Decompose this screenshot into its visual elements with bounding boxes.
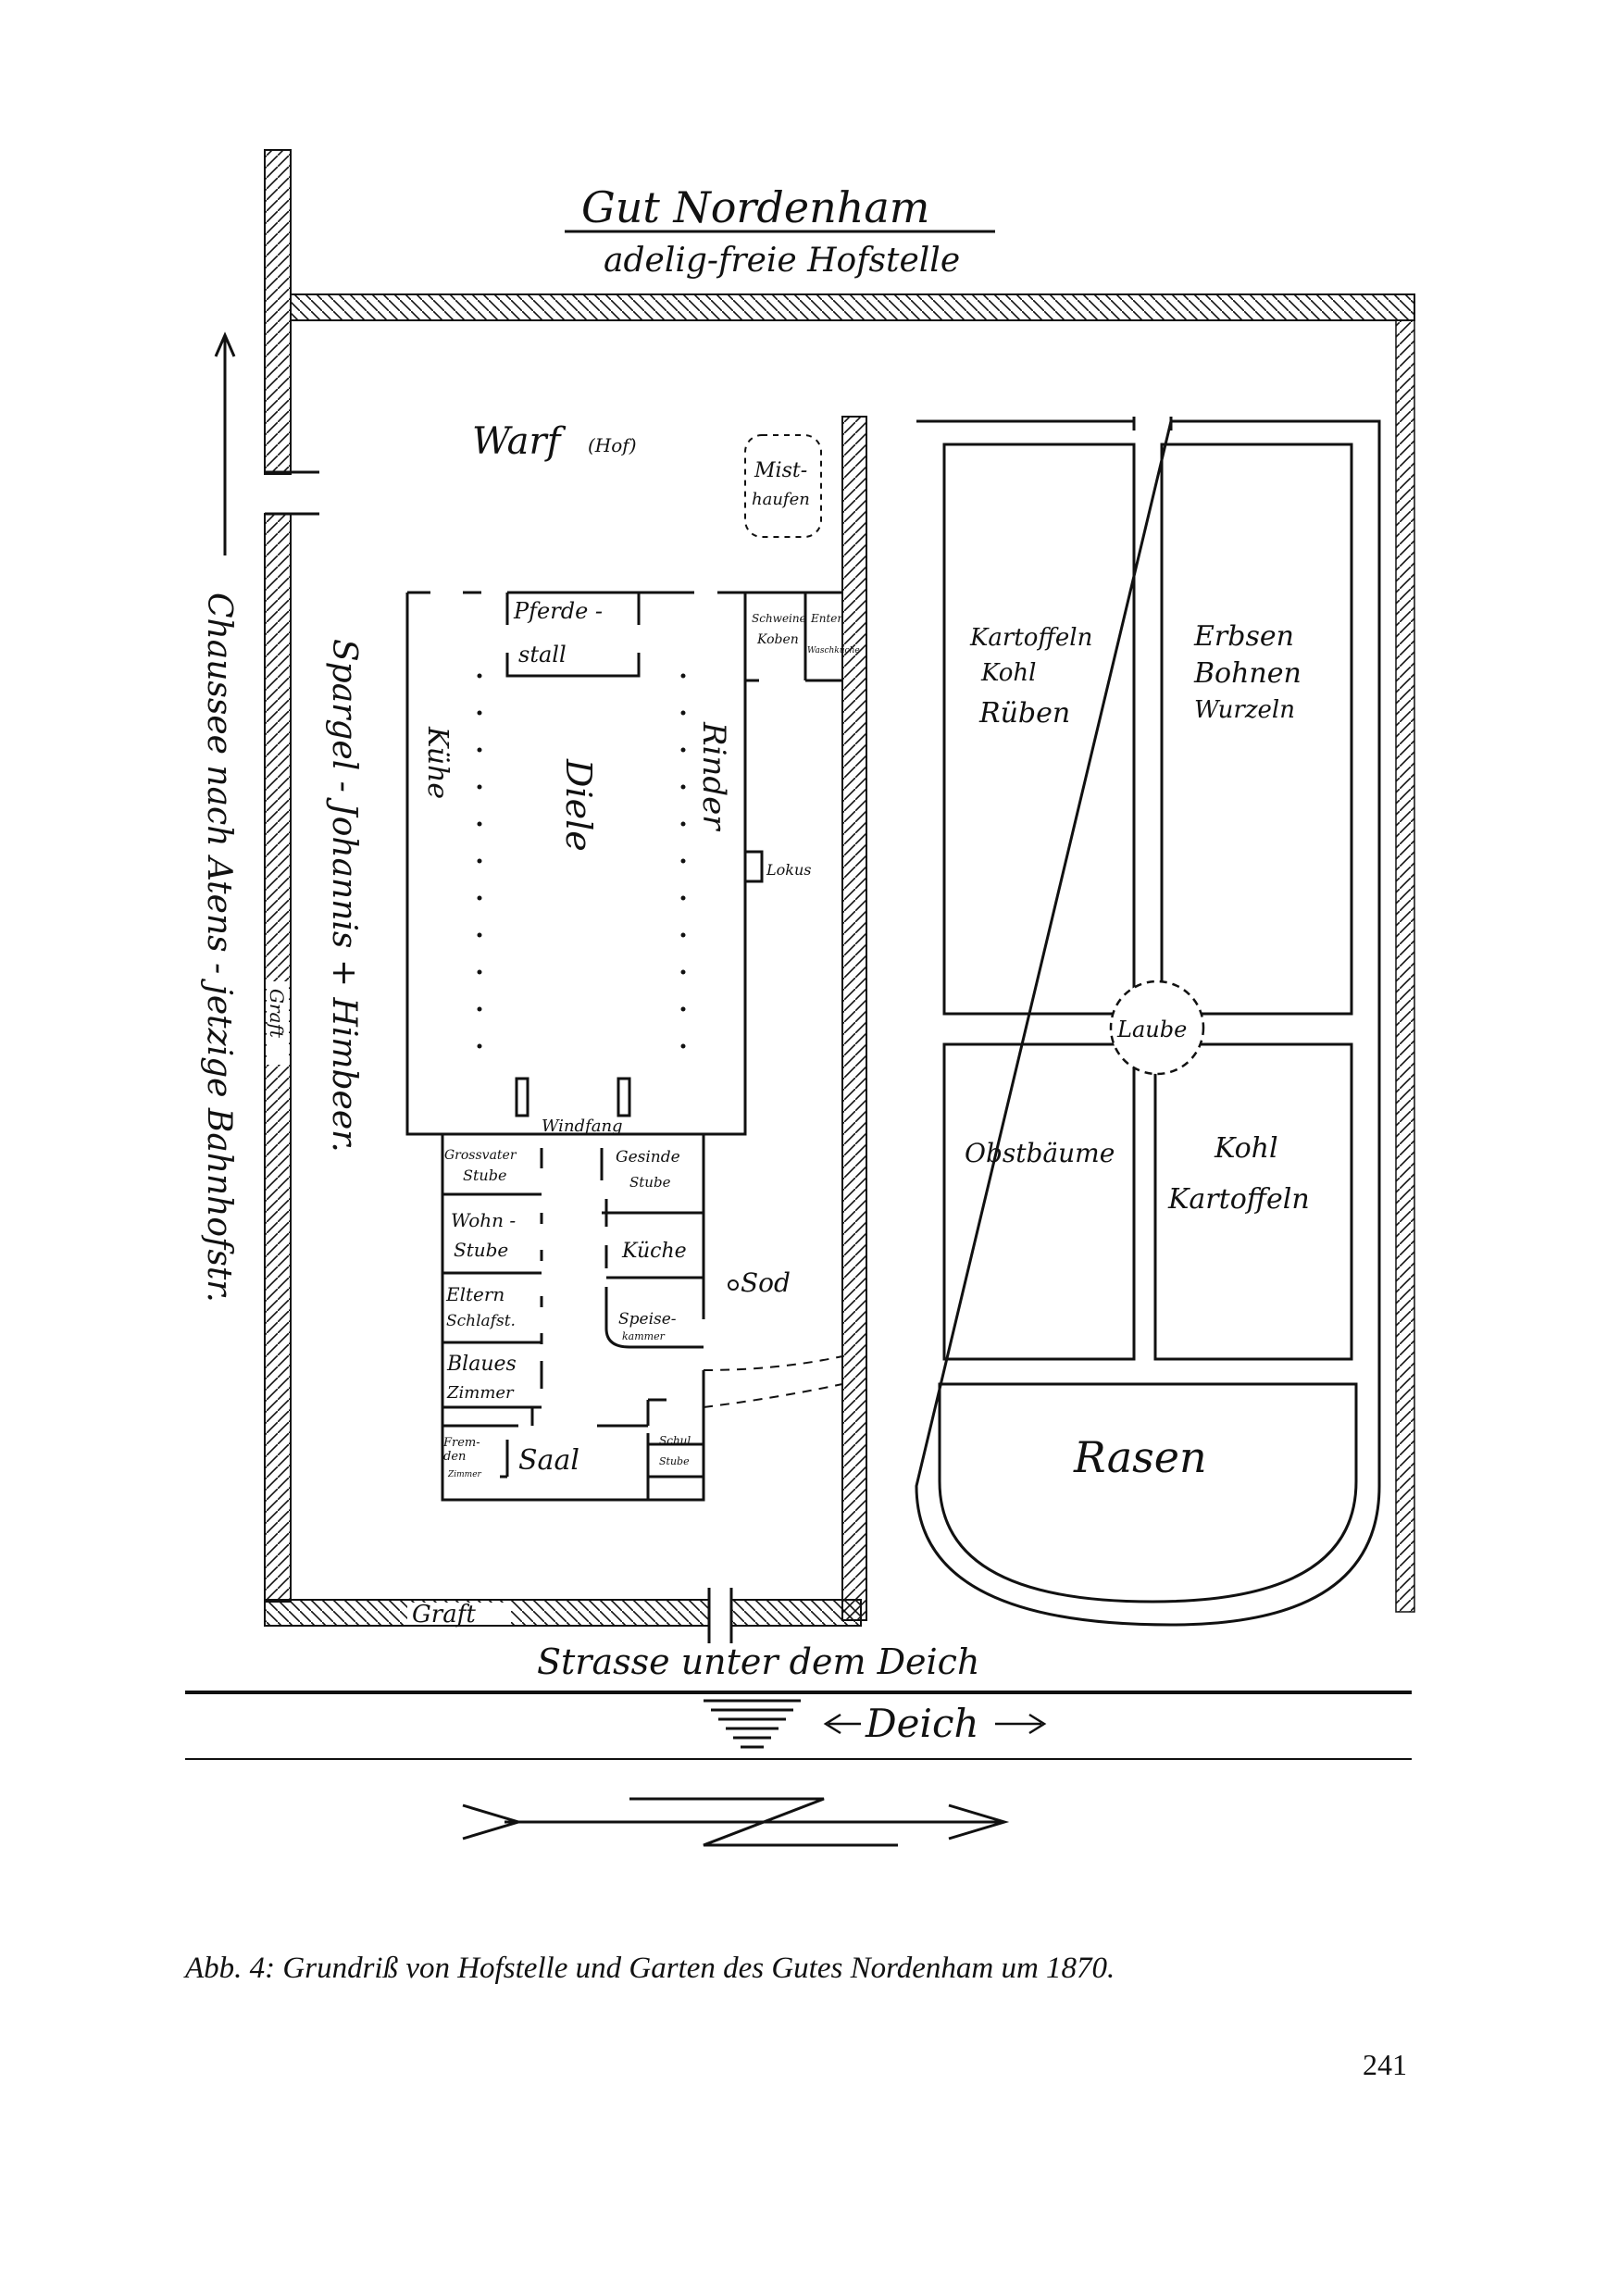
label-chaussee: Chaussee nach Atens - jetzige Bahnhofstr… (200, 593, 238, 1303)
label-kartoffeln-2: Kartoffeln (1167, 1183, 1310, 1216)
label-fremden-2: den (443, 1450, 466, 1464)
label-laube: Laube (1116, 1017, 1187, 1042)
river-flow-arrow (462, 1797, 1010, 1847)
label-fremden-3: Zimmer (447, 1470, 482, 1479)
label-kohl-1: Kohl (980, 659, 1036, 687)
label-koben: Koben (756, 632, 799, 647)
label-speise-1: Speise- (618, 1310, 677, 1329)
label-deich: Deich (865, 1701, 979, 1746)
outer-walls (264, 149, 1415, 1627)
label-kohl-2: Kohl (1214, 1132, 1278, 1165)
label-fremden-1: Frem- (442, 1436, 480, 1450)
label-pferdestall-1: Pferde - (513, 598, 603, 624)
label-gesinde-1: Gesinde (616, 1148, 680, 1167)
house-building (441, 1134, 705, 1502)
label-kuehe: Kühe (421, 726, 454, 799)
plan-subtitle: adelig-freie Hofstelle (604, 242, 960, 280)
label-eltern-1: Eltern (445, 1283, 505, 1305)
mist-heap-outline (744, 434, 822, 538)
plan-title: Gut Nordenham (581, 182, 929, 232)
label-spargel: Spargel - Johannis + Himbeer. (325, 639, 363, 1153)
label-wohn-1: Wohn - (451, 1209, 516, 1231)
label-gesinde-2: Stube (629, 1174, 671, 1191)
label-blaues-1: Blaues (446, 1353, 517, 1376)
label-mist-2: haufen (752, 490, 810, 509)
label-wohn-2: Stube (454, 1239, 508, 1261)
dike-symbol (704, 1699, 801, 1749)
label-waschkueche: Waschküche (807, 646, 860, 655)
gate-posts (707, 1588, 733, 1643)
label-rasen: Rasen (1073, 1432, 1207, 1482)
stall-dots (477, 673, 686, 1049)
label-saal: Saal (518, 1444, 579, 1477)
label-sod: Sod (741, 1267, 791, 1298)
label-pferdestall-2: stall (518, 642, 567, 668)
label-rueben: Rüben (978, 697, 1070, 730)
label-blaues-2: Zimmer (446, 1383, 515, 1403)
graft-side-label-box (267, 981, 289, 1065)
label-grossvater-2: Stube (463, 1167, 506, 1184)
sod-path-dashed (703, 1355, 843, 1408)
north-arrow (214, 331, 236, 555)
label-obstbaeume: Obstbäume (965, 1138, 1115, 1168)
barn-building (405, 591, 842, 1136)
label-strasse: Strasse unter dem Deich (537, 1641, 979, 1682)
label-erbsen: Erbsen (1193, 620, 1294, 653)
label-schul-1: Schul (659, 1434, 691, 1447)
sod-well-mark (728, 1279, 739, 1291)
label-kartoffeln-1: Kartoffeln (969, 624, 1092, 652)
label-eltern-2: Schlafst. (446, 1312, 516, 1330)
label-kueche: Küche (621, 1240, 687, 1263)
label-schweine: Schweine (752, 612, 806, 625)
label-speise-2: kammer (622, 1330, 666, 1342)
label-warf-note: (Hof) (588, 434, 637, 456)
label-grossvater-1: Grossvater (444, 1148, 517, 1163)
dike-arrows (823, 1713, 1047, 1735)
label-warf: Warf (472, 420, 567, 463)
label-diele: Diele (558, 758, 599, 852)
laube-circle (1109, 980, 1205, 1076)
label-rinder: Rinder (695, 721, 732, 831)
label-bohnen: Bohnen (1193, 657, 1302, 690)
figure-caption: Abb. 4: Grundriß von Hofstelle und Garte… (185, 1952, 1115, 1985)
garden-beds (915, 417, 1381, 1627)
label-schul-2: Stube (659, 1455, 690, 1467)
label-graft-side: Graft (266, 989, 288, 1039)
page-number: 241 (1363, 2048, 1407, 2081)
label-wurzeln: Wurzeln (1194, 696, 1295, 724)
label-graft-bottom: Graft (412, 1601, 476, 1628)
graft-bottom-label-box (407, 1603, 511, 1625)
label-mist-1: Mist- (754, 459, 807, 482)
label-windfang: Windfang (542, 1117, 623, 1136)
label-enten: Enten (810, 612, 844, 625)
label-lokus: Lokus (766, 861, 811, 879)
